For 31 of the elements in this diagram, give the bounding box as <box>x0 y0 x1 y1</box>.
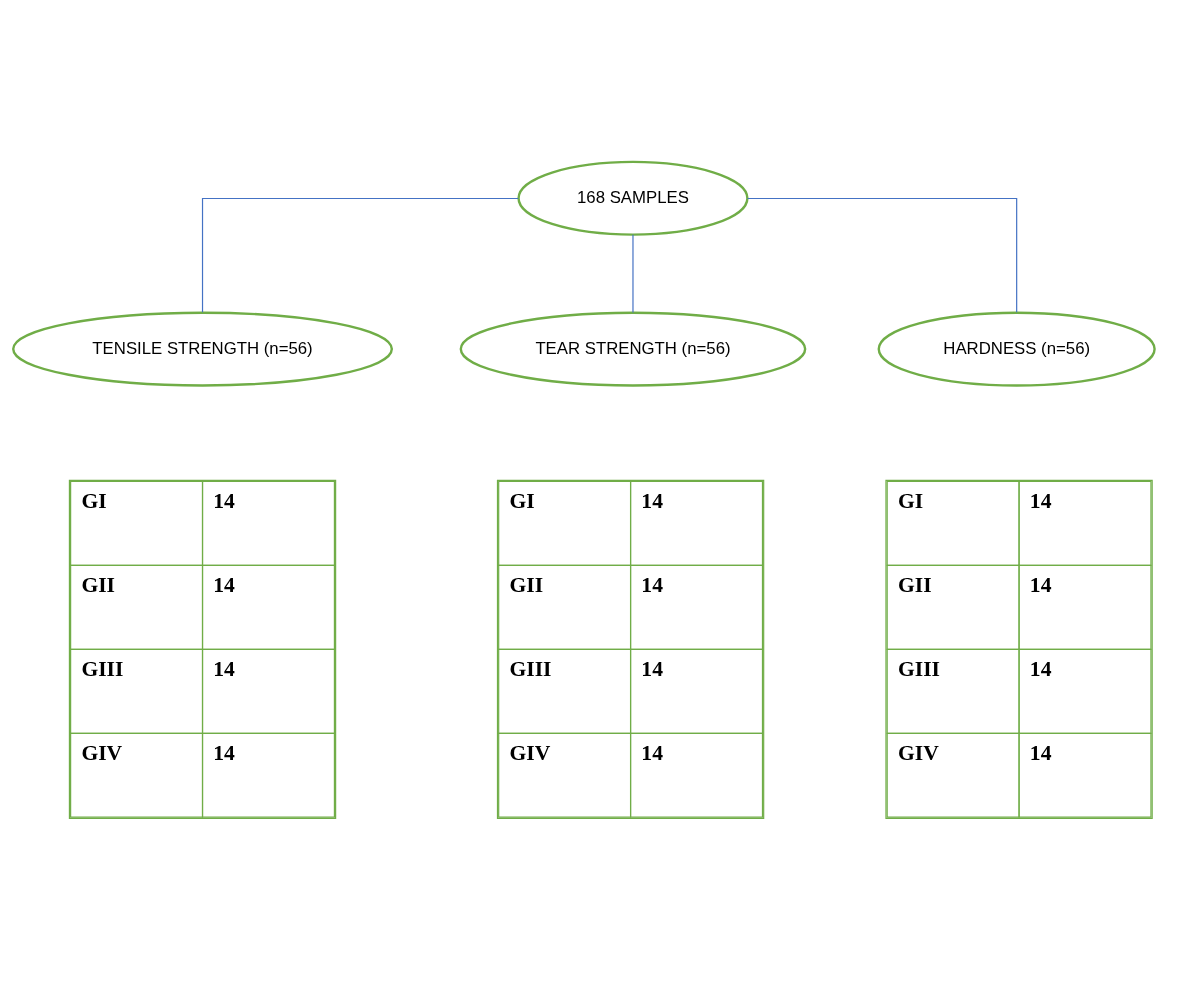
node-ellipse: HARDNESS (n=56) <box>877 311 1156 387</box>
label: GIV <box>81 740 123 765</box>
label: 14 <box>213 572 235 597</box>
label: 14 <box>213 740 235 765</box>
connector <box>632 233 634 313</box>
connector <box>201 197 519 313</box>
label: 14 <box>1029 740 1052 765</box>
label: 14 <box>641 488 663 513</box>
label: 14 <box>1029 656 1052 681</box>
node-ellipse: TEAR STRENGTH (n=56) <box>459 311 807 387</box>
label: 14 <box>213 656 235 681</box>
label: GI <box>81 488 107 513</box>
label: GIII <box>509 656 552 681</box>
label: 14 <box>1029 488 1052 513</box>
label: GII <box>897 572 932 597</box>
label: GIII <box>81 656 124 681</box>
label: GII <box>81 572 116 597</box>
label: 14 <box>641 740 663 765</box>
label: GIII <box>897 656 940 681</box>
label: GI <box>897 488 924 513</box>
label: 14 <box>1029 572 1052 597</box>
label: GIV <box>897 740 939 765</box>
node-ellipse: TENSILE STRENGTH (n=56) <box>12 311 393 387</box>
label: 14 <box>213 488 235 513</box>
node-ellipse: 168 SAMPLES <box>517 160 749 236</box>
label: 14 <box>641 572 663 597</box>
label: GII <box>509 572 544 597</box>
label: GI <box>509 488 535 513</box>
label: 14 <box>641 656 663 681</box>
label: GIV <box>509 740 551 765</box>
connector <box>747 197 1018 313</box>
